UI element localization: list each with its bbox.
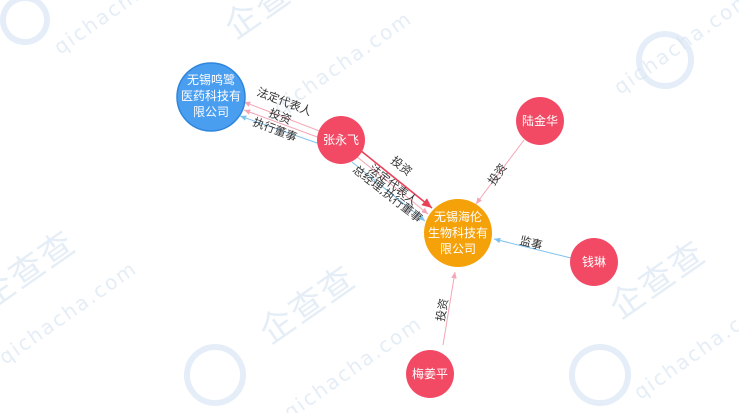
watermark-domain: qichacha.com (49, 0, 196, 59)
person-node-circle (570, 238, 618, 286)
node-person-lu[interactable]: 陆金华 (516, 97, 564, 145)
node-company-main[interactable]: 无锡海伦 生物科技有 限公司 (424, 199, 492, 267)
edge-line (351, 161, 426, 222)
node-label-line: 生物科技有 (428, 226, 488, 240)
edge-line (475, 139, 525, 205)
edge-zhang-to-company-main: 投资 法定代表人 总经理,执行董事 (350, 149, 433, 225)
watermark-logo-icon (569, 344, 631, 406)
edge-line (442, 271, 457, 346)
watermark-brand: 企查查 (602, 233, 713, 328)
node-label-line: 钱琳 (582, 254, 606, 269)
edge-qian-to-company-main: 监事 (493, 233, 572, 259)
node-label-line: 陆金华 (522, 113, 558, 128)
node-label-line: 无锡海伦 (434, 209, 482, 224)
watermark-logo-icon (636, 31, 694, 89)
company-node-circle (424, 199, 492, 267)
edge-line (359, 149, 433, 209)
edge-line (243, 101, 323, 133)
edge-mei-to-company-main: 投资 (433, 271, 457, 346)
watermark-logo-icon (184, 344, 246, 406)
node-label-line: 限公司 (440, 242, 476, 256)
company-node-circle (176, 62, 246, 132)
node-label-line: 梅姜平 (412, 366, 448, 381)
node-company-left[interactable]: 无锡鸣鹭 医药科技有 限公司 (176, 62, 246, 132)
node-label-line: 无锡鸣鹭 (187, 72, 235, 87)
edge-line (355, 155, 429, 215)
edge-label-supervisor: 监事 (518, 233, 544, 252)
node-person-qian[interactable]: 钱琳 (570, 238, 618, 286)
edge-lu-to-company-main: 投资 (475, 139, 525, 205)
watermark-brand: 企查查 (252, 258, 363, 353)
node-person-mei[interactable]: 梅姜平 (406, 350, 454, 398)
node-label-line: 张永飞 (323, 133, 359, 147)
person-node-circle (317, 116, 365, 164)
node-label-line: 医药科技有 (181, 89, 241, 103)
edge-line (239, 115, 321, 145)
edge-line (243, 109, 321, 139)
person-node-circle (406, 350, 454, 398)
node-person-zhang[interactable]: 张永飞 (317, 116, 365, 164)
node-label-line: 限公司 (193, 105, 229, 119)
edge-line (493, 237, 572, 259)
watermark-logo-icon (0, 0, 50, 45)
edge-label-invest: 投资 (433, 297, 451, 322)
person-node-circle (516, 97, 564, 145)
watermark-brand: 企查查 (217, 0, 328, 47)
